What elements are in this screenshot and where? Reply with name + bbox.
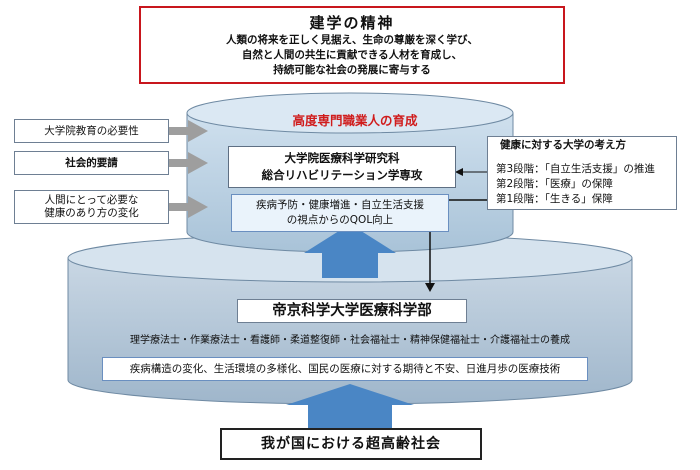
qol-box: 疾病予防・健康増進・自立生活支援 の視点からのQOL向上 <box>231 194 449 232</box>
founding-spirit-box: 建学の精神 人類の将来を正しく見据え、生命の尊厳を深く学び、 自然と人間の共生に… <box>139 6 565 84</box>
founding-line: 自然と人間の共生に貢献できる人材を育成し、 <box>241 49 463 61</box>
qol-line: 疾病予防・健康増進・自立生活支援 <box>256 199 424 211</box>
graduate-school-name: 大学院医療科学研究科 <box>284 151 400 165</box>
social-changes-box: 疾病構造の変化、生活環境の多様化、国民の医療に対する期待と不安、日進月歩の医療技… <box>102 357 588 381</box>
qol-line: の視点からのQOL向上 <box>286 214 394 226</box>
aging-society-box: 我が国における超高齢社会 <box>220 428 482 460</box>
left-arrow-2 <box>169 152 208 174</box>
up-arrow-middle <box>304 224 396 278</box>
health-stage: 第1段階：「生きる」保障 <box>496 193 613 205</box>
factor-social-demand: 社会的要請 <box>14 151 169 175</box>
health-down-arrowhead <box>425 283 435 292</box>
health-arrowhead <box>455 168 463 176</box>
left-arrow-1 <box>169 120 208 142</box>
factor-health-change: 人間にとって必要な 健康のあり方の変化 <box>14 190 169 224</box>
faculty-title: 帝京科学大学医療科学部 <box>237 299 467 323</box>
health-stage: 第2段階：「医療」の保障 <box>496 178 613 190</box>
founding-title: 建学の精神 <box>309 14 395 32</box>
health-stage: 第3段階：「自立生活支援」の推進 <box>496 163 655 175</box>
up-arrow-bottom <box>286 384 414 428</box>
qualifications-text: 理学療法士・作業療法士・看護師・柔道整復師・社会福祉士・精神保健福祉士・介護福祉… <box>130 335 570 346</box>
founding-line: 人類の将来を正しく見据え、生命の尊厳を深く学び、 <box>226 34 478 46</box>
founding-line: 持続可能な社会の発展に寄与する <box>273 64 431 76</box>
graduate-cylinder-title: 高度専門職業人の育成 <box>292 113 418 128</box>
factor-graduate-education: 大学院教育の必要性 <box>14 119 169 143</box>
health-view-title: 健康に対する大学の考え方 <box>497 137 629 152</box>
left-arrow-3 <box>169 196 208 218</box>
graduate-course-name: 総合リハビリテーション学専攻 <box>261 168 423 182</box>
graduate-school-box: 大学院医療科学研究科 総合リハビリテーション学専攻 <box>228 146 456 188</box>
